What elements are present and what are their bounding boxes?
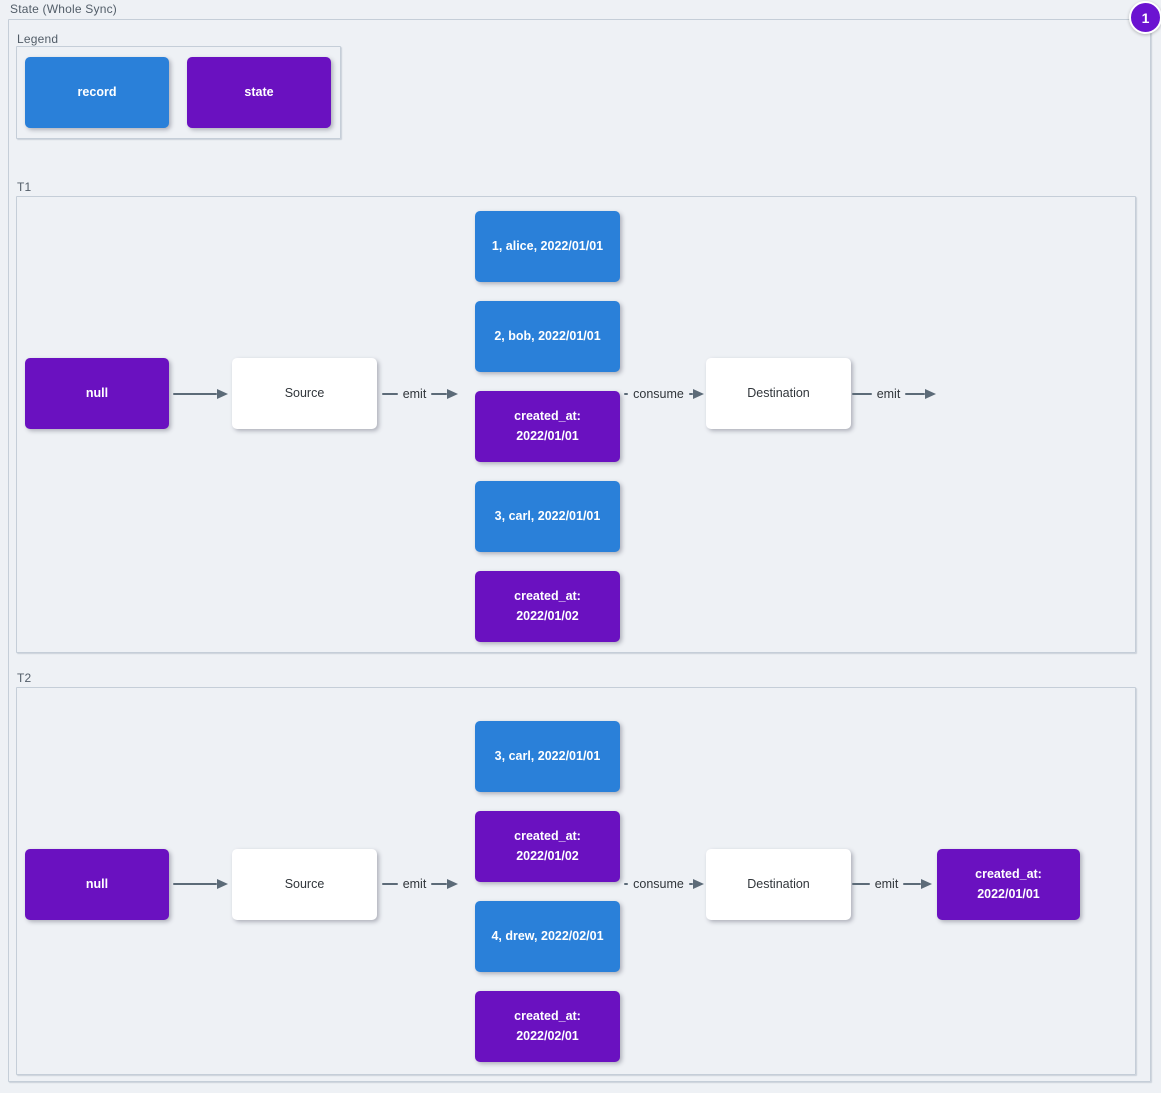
edge-consume: consume — [624, 384, 705, 404]
edge-label: consume — [633, 877, 684, 891]
edge-label: consume — [633, 387, 684, 401]
t2-final-state-node: created_at: 2022/01/01 — [937, 849, 1080, 920]
edge-emit-source: emit — [382, 384, 458, 404]
edge-label: emit — [402, 387, 427, 401]
edge-emit-source: emit — [382, 874, 458, 894]
edge-consume: consume — [624, 874, 705, 894]
edge-label: emit — [874, 877, 899, 891]
arrowhead-icon — [447, 879, 458, 889]
record-node: 3, carl, 2022/01/01 — [475, 721, 620, 792]
t1-title: T1 — [17, 180, 32, 194]
edge-label: emit — [876, 387, 901, 401]
state-node: created_at: 2022/02/01 — [475, 991, 620, 1062]
edge-emit-destination: emit — [852, 874, 932, 894]
t1-initial-state-node: null — [25, 358, 169, 429]
t2-destination-node: Destination — [706, 849, 851, 920]
legend-record-node: record — [25, 57, 169, 128]
arrowhead-icon — [693, 389, 705, 399]
t2-title: T2 — [17, 671, 32, 685]
state-node: created_at: 2022/01/02 — [475, 571, 620, 642]
arrowhead-icon — [217, 879, 228, 889]
t1-destination-node: Destination — [706, 358, 851, 429]
arrowhead-icon — [693, 879, 705, 889]
page-title: State (Whole Sync) — [10, 2, 117, 16]
record-node: 4, drew, 2022/02/01 — [475, 901, 620, 972]
record-node: 3, carl, 2022/01/01 — [475, 481, 620, 552]
record-node: 1, alice, 2022/01/01 — [475, 211, 620, 282]
arrowhead-icon — [921, 879, 932, 889]
record-node: 2, bob, 2022/01/01 — [475, 301, 620, 372]
arrowhead-icon — [217, 389, 228, 399]
edge-label: emit — [402, 877, 427, 891]
t2-initial-state-node: null — [25, 849, 169, 920]
arrowhead-icon — [447, 389, 458, 399]
notification-badge: 1 — [1129, 1, 1161, 34]
t1-source-node: Source — [232, 358, 377, 429]
legend-title: Legend — [17, 32, 59, 46]
edge-emit-destination: emit — [852, 384, 936, 404]
edge-null-to-source — [173, 384, 228, 404]
arrowhead-icon — [925, 389, 936, 399]
legend-container — [16, 46, 341, 139]
t1-container — [16, 196, 1136, 653]
edge-null-to-source — [173, 874, 228, 894]
state-node: created_at: 2022/01/01 — [475, 391, 620, 462]
t2-container — [16, 687, 1136, 1075]
t2-source-node: Source — [232, 849, 377, 920]
state-node: created_at: 2022/01/02 — [475, 811, 620, 882]
outer-container — [8, 19, 1151, 1082]
legend-state-node: state — [187, 57, 331, 128]
